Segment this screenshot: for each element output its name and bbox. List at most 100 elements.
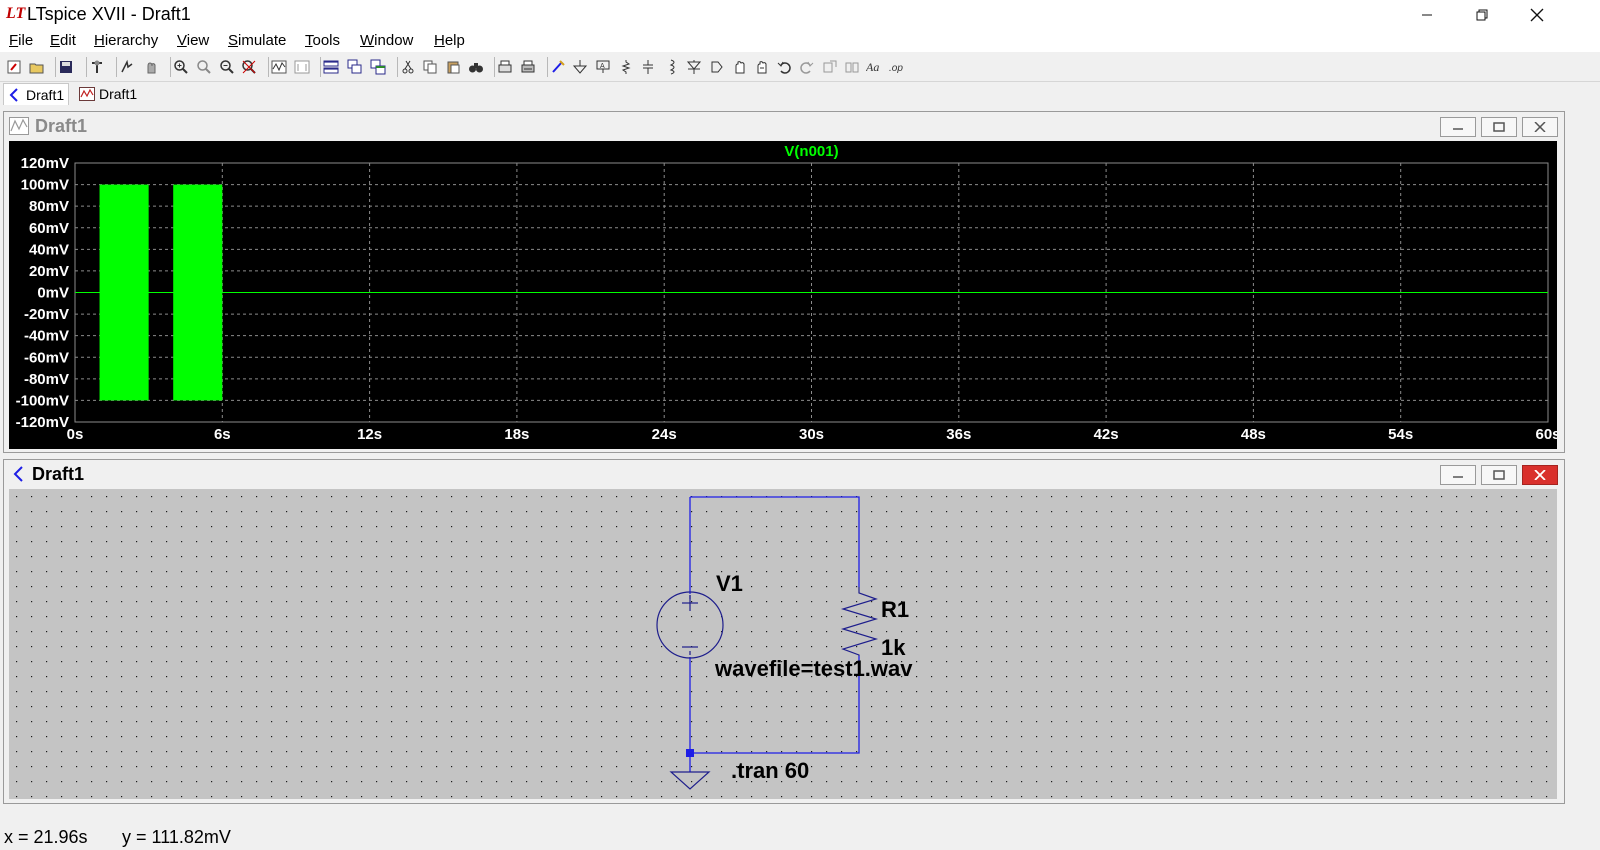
waveform-maximize-icon[interactable] (1481, 117, 1517, 137)
print-preview-icon[interactable] (496, 58, 514, 76)
y-tick-label: -80mV (24, 371, 69, 388)
tile-horizontal-icon[interactable] (322, 58, 340, 76)
paste-icon[interactable] (444, 58, 462, 76)
rotate-icon[interactable] (821, 58, 839, 76)
trace-burst[interactable] (99, 184, 149, 401)
wires[interactable] (689, 496, 860, 772)
spice-directive-icon[interactable]: .op (888, 58, 906, 76)
component-icon[interactable] (708, 58, 726, 76)
y-tick-label: -120mV (16, 414, 69, 431)
zoom-in-icon[interactable] (172, 58, 190, 76)
menu-simulate[interactable]: Simulate (228, 32, 287, 49)
waveform-icon (79, 86, 95, 101)
menu-tools[interactable]: Tools (305, 32, 341, 49)
tab-waveform[interactable]: Draft1 (75, 83, 141, 104)
resistor-icon[interactable] (617, 58, 635, 76)
resistor-value-label[interactable]: 1k (881, 635, 906, 660)
svg-text:A: A (600, 63, 605, 70)
x-tick-label: 48s (1241, 426, 1266, 443)
document-tabs: Draft1 Draft1 (0, 82, 1600, 106)
cut-icon[interactable] (399, 58, 417, 76)
resistor-symbol[interactable] (840, 587, 879, 656)
source-name-label[interactable]: V1 (716, 571, 743, 596)
zoom-area-icon[interactable] (195, 58, 213, 76)
tab-label: Draft1 (26, 86, 65, 103)
x-tick-label: 42s (1094, 426, 1119, 443)
zoom-cancel-icon[interactable] (240, 58, 258, 76)
mirror-icon[interactable] (843, 58, 861, 76)
menu-bar: File Edit Hierarchy View Simulate Tools … (0, 30, 1600, 52)
spice-directive[interactable]: .tran 60 (731, 758, 809, 783)
open-icon[interactable] (28, 58, 46, 76)
new-schematic-icon[interactable] (5, 58, 23, 76)
trace-label[interactable]: V(n001) (784, 143, 838, 160)
schematic-canvas[interactable]: V1 wavefile=test1.wav R1 1k .tran 60 (9, 489, 1557, 799)
schematic-close-icon[interactable] (1522, 465, 1558, 485)
toolbar-separator (320, 57, 321, 77)
toolbar-separator (268, 57, 269, 77)
x-tick-label: 60s (1535, 426, 1557, 443)
resistor-name-label[interactable]: R1 (881, 597, 909, 622)
run-icon[interactable] (118, 58, 136, 76)
copy-icon[interactable] (421, 58, 439, 76)
toolbar-separator (116, 57, 117, 77)
cursor-x-readout: x = 21.96s (4, 827, 88, 847)
autorange-icon[interactable] (270, 58, 288, 76)
x-tick-label: 54s (1388, 426, 1413, 443)
source-value-label[interactable]: wavefile=test1.wav (714, 656, 913, 681)
wire-icon[interactable] (549, 58, 567, 76)
cursor-y-readout: y = 111.82mV (122, 827, 231, 847)
redo-icon[interactable] (798, 58, 816, 76)
diode-icon[interactable] (685, 58, 703, 76)
menu-file[interactable]: File (9, 32, 34, 49)
trace-burst[interactable] (173, 184, 223, 401)
text-icon[interactable]: Aa (865, 58, 883, 76)
tile-vertical-icon[interactable] (346, 58, 364, 76)
tab-schematic[interactable]: Draft1 (3, 83, 70, 105)
svg-text:Aa: Aa (866, 60, 879, 74)
find-icon[interactable] (467, 58, 485, 76)
y-tick-label: 40mV (29, 241, 69, 258)
print-icon[interactable] (519, 58, 537, 76)
x-tick-label: 30s (799, 426, 824, 443)
y-tick-label: -40mV (24, 328, 69, 345)
menu-hierarchy[interactable]: Hierarchy (94, 32, 159, 49)
waveform-window-icon (9, 117, 29, 135)
y-tick-label: 20mV (29, 263, 69, 280)
menu-window[interactable]: Window (360, 32, 414, 49)
cascade-icon[interactable] (369, 58, 387, 76)
x-tick-label: 18s (504, 426, 529, 443)
waveform-close-icon[interactable] (1522, 117, 1558, 137)
schematic-icon (8, 87, 22, 102)
ground-symbol[interactable] (669, 771, 711, 790)
schematic-maximize-icon[interactable] (1481, 465, 1517, 485)
svg-text:.op: .op (889, 63, 903, 74)
halt-icon[interactable] (142, 58, 160, 76)
zoom-out-icon[interactable] (218, 58, 236, 76)
schematic-window-titlebar: Draft1 (4, 460, 1564, 488)
save-icon[interactable] (57, 58, 75, 76)
minimize-icon[interactable] (1400, 0, 1454, 30)
x-tick-label: 12s (357, 426, 382, 443)
capacitor-icon[interactable] (639, 58, 657, 76)
undo-icon[interactable] (775, 58, 793, 76)
control-panel-icon[interactable] (88, 58, 106, 76)
schematic-minimize-icon[interactable] (1440, 465, 1476, 485)
schematic-window-title: Draft1 (32, 463, 85, 484)
label-net-icon[interactable]: A (594, 58, 612, 76)
menu-view[interactable]: View (177, 32, 210, 49)
junction-dot (686, 749, 694, 757)
inductor-icon[interactable] (663, 58, 681, 76)
voltage-source-symbol[interactable] (656, 591, 724, 659)
menu-help[interactable]: Help (434, 32, 465, 49)
drag-icon[interactable] (753, 58, 771, 76)
move-icon[interactable] (731, 58, 749, 76)
waveform-minimize-icon[interactable] (1440, 117, 1476, 137)
autorange-y-icon[interactable] (293, 58, 311, 76)
close-icon[interactable] (1510, 0, 1564, 30)
restore-icon[interactable] (1455, 0, 1509, 30)
menu-edit[interactable]: Edit (50, 32, 76, 49)
ground-icon[interactable] (571, 58, 589, 76)
